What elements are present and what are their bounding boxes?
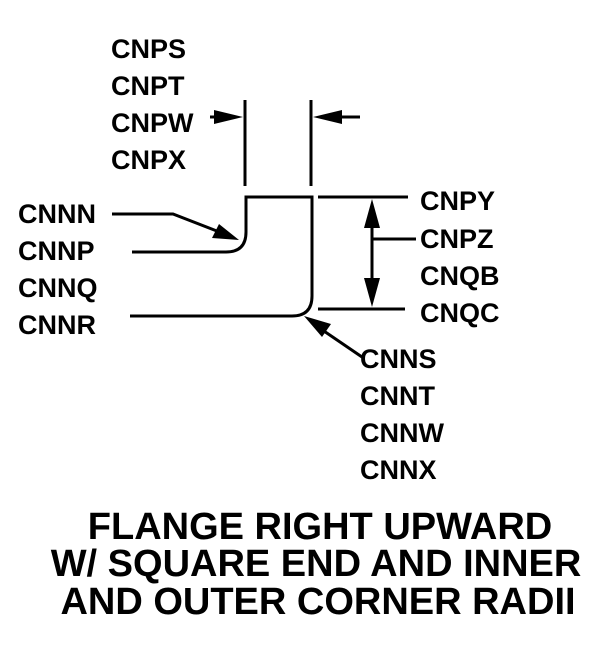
height-arrow-bottom-head xyxy=(364,278,380,307)
label-cnnp: CNNP xyxy=(18,236,95,266)
label-cnnx: CNNX xyxy=(360,455,437,485)
flange-outline-inner xyxy=(130,195,314,318)
label-cnnw: CNNW xyxy=(360,418,444,448)
width-arrow-right-head xyxy=(313,110,342,124)
caption-line-2: W/ SQUARE END AND INNER xyxy=(51,543,582,585)
label-cnnn: CNNN xyxy=(18,199,96,229)
width-arrow-left-head xyxy=(214,110,243,124)
label-cnqc: CNQC xyxy=(420,298,500,328)
inner-radius-leader xyxy=(112,212,223,235)
label-cnnq: CNNQ xyxy=(18,273,98,303)
label-cnqb: CNQB xyxy=(420,261,500,291)
label-cnpy: CNPY xyxy=(420,186,495,216)
label-cnpt: CNPT xyxy=(111,71,185,101)
label-cnpx: CNPX xyxy=(111,145,186,175)
inner-radius-arrow-head xyxy=(212,224,239,240)
label-cnnt: CNNT xyxy=(360,381,435,411)
caption-line-3: AND OUTER CORNER RADII xyxy=(60,581,575,623)
label-cnpz: CNPZ xyxy=(420,224,494,254)
label-cnnr: CNNR xyxy=(18,310,96,340)
outer-radius-arrow-head xyxy=(304,316,331,337)
label-cnpw: CNPW xyxy=(111,108,194,138)
height-arrow-top-head xyxy=(364,199,380,228)
label-cnns: CNNS xyxy=(360,344,437,374)
label-cnps: CNPS xyxy=(111,34,186,64)
caption-line-1: FLANGE RIGHT UPWARD xyxy=(88,506,552,548)
